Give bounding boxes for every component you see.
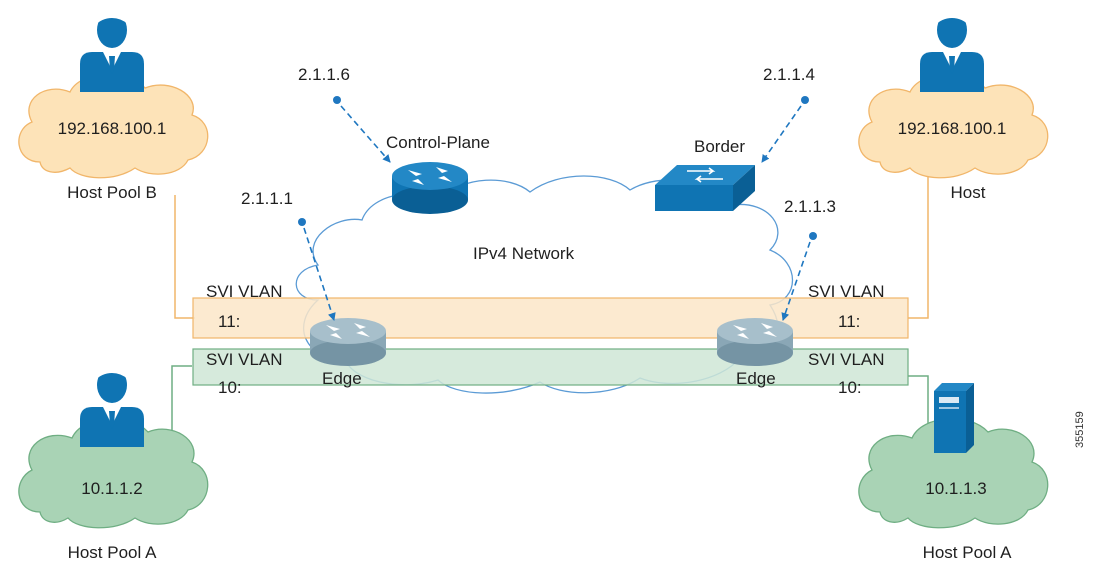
host-cloud-bottom-left — [18, 418, 209, 529]
ip-dot-border — [801, 96, 809, 104]
network-label: IPv4 Network — [473, 244, 575, 263]
vlan-11-band — [192, 297, 909, 339]
ip-dot-control-plane — [333, 96, 341, 104]
server-icon — [934, 383, 974, 453]
host-top-right-ip: 192.168.100.1 — [898, 119, 1007, 138]
edge-right-label: Edge — [736, 369, 776, 388]
user-icon — [80, 363, 144, 447]
host-bottom-right-caption: Host Pool A — [923, 543, 1012, 562]
svi-right-10-line1: SVI VLAN — [808, 350, 885, 369]
link-host-pool-a-left — [171, 365, 192, 432]
ip-dot-edge-right — [809, 232, 817, 240]
border-ip: 2.1.1.4 — [763, 65, 815, 84]
switch-icon — [655, 165, 755, 211]
edge-right-ip: 2.1.1.3 — [784, 197, 836, 216]
svi-left-10-line1: SVI VLAN — [206, 350, 283, 369]
link-host-pool-b — [174, 195, 195, 319]
link-host-pool-a-right — [908, 375, 929, 432]
host-top-left-caption: Host Pool B — [67, 183, 157, 202]
host-bottom-left-caption: Host Pool A — [68, 543, 157, 562]
user-icon — [920, 8, 984, 92]
control-plane-ip: 2.1.1.6 — [298, 65, 350, 84]
figure-id: 355159 — [1074, 411, 1086, 448]
svi-right-11-line1: SVI VLAN — [808, 282, 885, 301]
svi-left-11-line1: SVI VLAN — [206, 282, 283, 301]
router-icon — [717, 318, 793, 366]
arrow-border — [761, 105, 802, 163]
ipv4-network-cloud — [295, 175, 793, 394]
arrow-edge-left — [303, 227, 336, 321]
link-host-top-right — [908, 175, 929, 319]
ip-dot-edge-left — [298, 218, 306, 226]
host-cloud-bottom-right — [858, 418, 1049, 529]
edge-left-ip: 2.1.1.1 — [241, 189, 293, 208]
control-plane-label: Control-Plane — [386, 133, 490, 152]
host-cloud-top-left — [18, 73, 209, 179]
svi-right-11-line2: 11: — [838, 312, 860, 331]
vlan-10-band — [192, 348, 909, 386]
svi-right-10-line2: 10: — [838, 378, 862, 397]
host-bottom-left-ip: 10.1.1.2 — [81, 479, 142, 498]
host-top-left-ip: 192.168.100.1 — [58, 119, 167, 138]
svi-left-11-line2: 11: — [218, 312, 240, 331]
border-label: Border — [694, 137, 745, 156]
host-bottom-right-ip: 10.1.1.3 — [925, 479, 986, 498]
arrow-control-plane — [340, 105, 391, 163]
svi-left-10-line2: 10: — [218, 378, 242, 397]
arrow-edge-right — [781, 241, 811, 321]
router-icon — [392, 162, 468, 214]
edge-left-label: Edge — [322, 369, 362, 388]
host-top-right-caption: Host — [951, 183, 986, 202]
user-icon — [80, 8, 144, 92]
host-cloud-top-right — [858, 73, 1049, 179]
router-icon — [310, 318, 386, 366]
